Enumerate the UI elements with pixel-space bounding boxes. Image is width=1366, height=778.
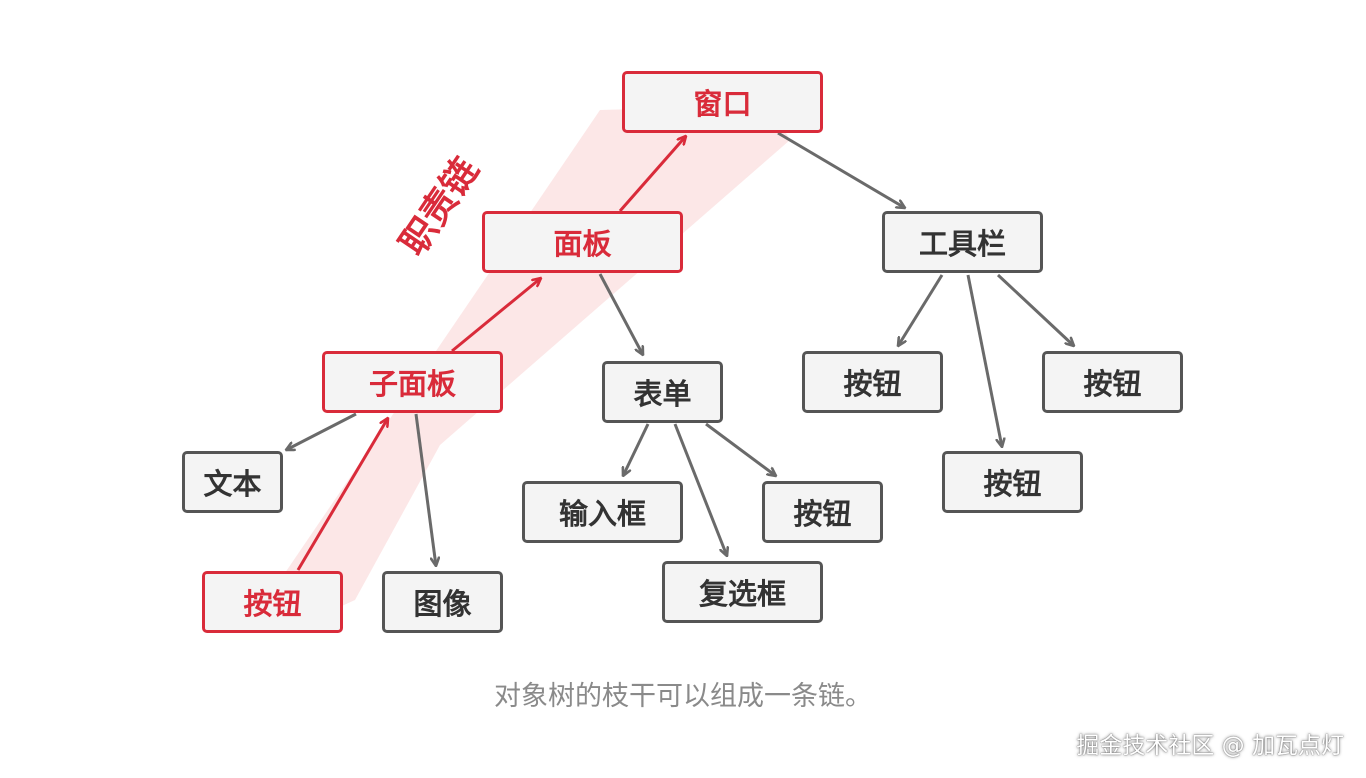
node-checkbox: 复选框 — [662, 561, 823, 623]
arrow-panel-to-window — [618, 136, 686, 212]
figure-caption: 对象树的枝干可以组成一条链。 — [494, 681, 872, 712]
arrow-window-to-toolbar — [777, 131, 905, 208]
node-toolbar-button-right: 按钮 — [1042, 351, 1183, 413]
arrow-button-to-subpanel — [296, 418, 388, 571]
node-toolbar-button-mid: 按钮 — [942, 451, 1083, 513]
node-chain-button: 按钮 — [202, 571, 343, 633]
node-input: 输入框 — [522, 481, 683, 543]
arrow-panel-to-form — [598, 273, 645, 355]
node-subpanel: 子面板 — [322, 351, 503, 413]
node-form: 表单 — [602, 361, 723, 423]
arrow-subpanel-to-text — [286, 412, 357, 452]
arrow-subpanel-to-image — [414, 413, 436, 566]
arrow-toolbar-to-button-right — [996, 273, 1074, 346]
arrow-form-to-checkbox — [673, 423, 727, 556]
node-text: 文本 — [182, 451, 283, 513]
node-image: 图像 — [382, 571, 503, 633]
node-toolbar-button-left: 按钮 — [802, 351, 943, 413]
arrow-form-to-button — [705, 422, 776, 476]
arrow-toolbar-to-button-left — [898, 274, 944, 346]
arrow-subpanel-to-panel — [451, 278, 541, 353]
node-panel: 面板 — [482, 211, 683, 273]
node-form-button: 按钮 — [762, 481, 883, 543]
watermark: 掘金技术社区 @ 加瓦点灯 — [1076, 733, 1344, 759]
node-window: 窗口 — [622, 71, 823, 133]
arrow-form-to-input — [623, 423, 650, 476]
arrow-toolbar-to-button-mid — [966, 274, 1002, 447]
node-toolbar: 工具栏 — [882, 211, 1043, 273]
